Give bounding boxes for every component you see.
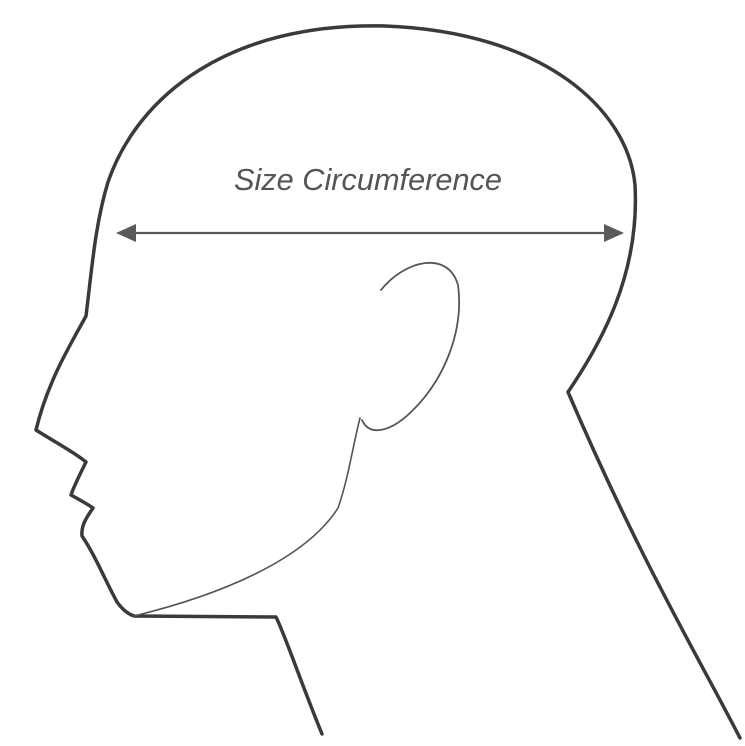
arrow-head-left [116, 224, 136, 242]
size-circumference-label: Size Circumference [234, 162, 502, 197]
head-outline [36, 26, 740, 738]
arrow-head-right [604, 224, 624, 242]
ear-outline [362, 263, 459, 430]
jaw-line [134, 418, 360, 616]
